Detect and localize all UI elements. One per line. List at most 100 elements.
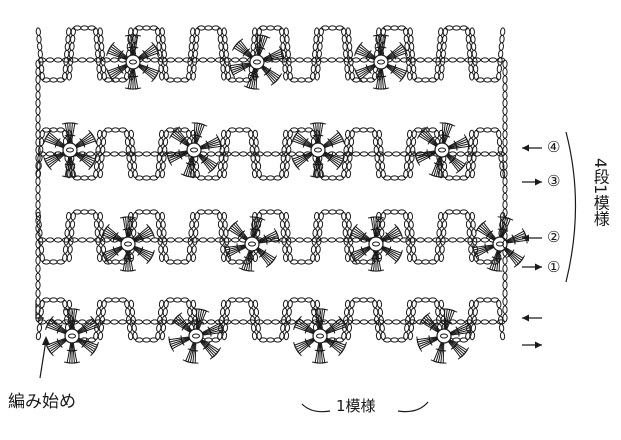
- chain-stitch: [407, 331, 414, 341]
- stitch-bar: [64, 163, 70, 166]
- stitch-bar: [127, 75, 133, 78]
- chain-stitch: [192, 49, 198, 59]
- stitch-bar: [388, 236, 392, 242]
- start-arrow-line: [39, 339, 47, 379]
- chain-stitch: [472, 307, 478, 317]
- stitch-cap: [297, 315, 302, 322]
- stitch-cap: [295, 129, 300, 136]
- chain-stitch: [416, 237, 425, 243]
- chain-stitch: [230, 151, 240, 157]
- chain-stitch: [438, 253, 445, 263]
- right-edge-chain: [502, 59, 508, 323]
- repeat-label: 1模様: [336, 397, 376, 415]
- stitch-bar: [318, 134, 324, 137]
- stitch-cap: [101, 249, 105, 257]
- chain-stitch: [62, 64, 68, 74]
- chain-stitch: [35, 145, 41, 155]
- chain-stitch: [408, 220, 414, 229]
- chain-loop: [159, 27, 196, 83]
- stitch-bar: [133, 46, 139, 49]
- chain-stitch: [411, 129, 417, 139]
- chain-stitch: [127, 161, 133, 171]
- stitch-bar: [428, 335, 431, 341]
- stitch-cap: [62, 175, 69, 178]
- flower-motif: [414, 122, 470, 178]
- chain-stitch: [96, 245, 102, 254]
- stitch-bar: [376, 228, 382, 231]
- chain-stitch: [251, 161, 257, 171]
- chain-stitch: [279, 220, 286, 229]
- chain-stitch: [86, 237, 95, 243]
- chain-stitch: [409, 42, 415, 51]
- chain-stitch: [134, 209, 144, 215]
- chain-stitch: [186, 299, 192, 309]
- chain-stitch: [502, 280, 508, 290]
- ring-inner: [253, 59, 261, 65]
- chain-stitch: [110, 151, 119, 157]
- chain-stitch: [437, 211, 444, 221]
- chain-stitch: [150, 237, 160, 243]
- flower-motif: [168, 308, 224, 364]
- chain-stitch: [502, 248, 508, 257]
- chain-stitch: [221, 211, 228, 221]
- chain-stitch: [289, 297, 299, 303]
- chain-stitch: [502, 75, 508, 84]
- stitch-cap: [90, 350, 95, 357]
- chain-stitch: [348, 245, 355, 254]
- chain-stitch: [230, 237, 240, 243]
- stitch-cap: [168, 336, 171, 343]
- chain-stitch: [502, 114, 508, 124]
- chain-loop: [190, 209, 227, 263]
- chain-stitch: [220, 137, 226, 147]
- chain-stitch: [35, 67, 41, 77]
- chain-stitch: [281, 307, 288, 317]
- chain-stitch: [392, 237, 401, 243]
- chain-loop: [376, 299, 413, 343]
- chain-stitch: [497, 145, 503, 155]
- chain-stitch: [155, 220, 162, 229]
- chain-stitch: [287, 237, 296, 243]
- repeat-bracket-right: [397, 401, 429, 413]
- chain-stitch: [134, 151, 143, 157]
- chain-stitch: [468, 245, 474, 254]
- chain-stitch: [471, 42, 477, 51]
- chain-stitch: [473, 129, 479, 139]
- stitch-cap: [399, 76, 404, 83]
- chain-stitch: [64, 228, 70, 238]
- chain-stitch: [475, 259, 485, 265]
- ring-inner: [66, 147, 74, 153]
- chain-stitch: [142, 319, 151, 325]
- stitch-bar: [484, 243, 487, 249]
- chain-stitch: [283, 71, 289, 81]
- stitch-cap: [207, 169, 214, 174]
- chain-stitch: [407, 169, 414, 179]
- chain-stitch: [134, 337, 144, 343]
- chain-stitch: [64, 49, 70, 59]
- flower-motif: [229, 34, 285, 90]
- chain-stitch: [225, 299, 231, 309]
- chain-stitch: [284, 34, 290, 44]
- chain-stitch: [502, 272, 508, 282]
- chain-stitch: [344, 137, 350, 147]
- chain-stitch: [239, 319, 248, 325]
- chain-stitch: [155, 169, 161, 179]
- chain-stitch: [406, 137, 412, 147]
- chain-stitch: [439, 64, 445, 74]
- row-marker-1: ①: [547, 258, 561, 276]
- chain-stitch: [35, 75, 41, 84]
- chain-stitch: [502, 59, 508, 69]
- chain-stitch: [35, 177, 41, 186]
- chain-stitch: [469, 211, 476, 221]
- chain-stitch: [94, 42, 100, 51]
- chain-stitch: [70, 34, 76, 44]
- stitch-cap: [382, 34, 389, 37]
- stitch-bar: [197, 134, 203, 138]
- chain-stitch: [452, 175, 461, 181]
- chain-stitch: [252, 299, 259, 309]
- chain-stitch: [97, 71, 103, 81]
- chain-stitch: [404, 228, 410, 238]
- chain-stitch: [480, 57, 490, 63]
- chain-stitch: [142, 337, 151, 343]
- chain-stitch: [421, 77, 430, 83]
- chain-stitch: [220, 299, 227, 309]
